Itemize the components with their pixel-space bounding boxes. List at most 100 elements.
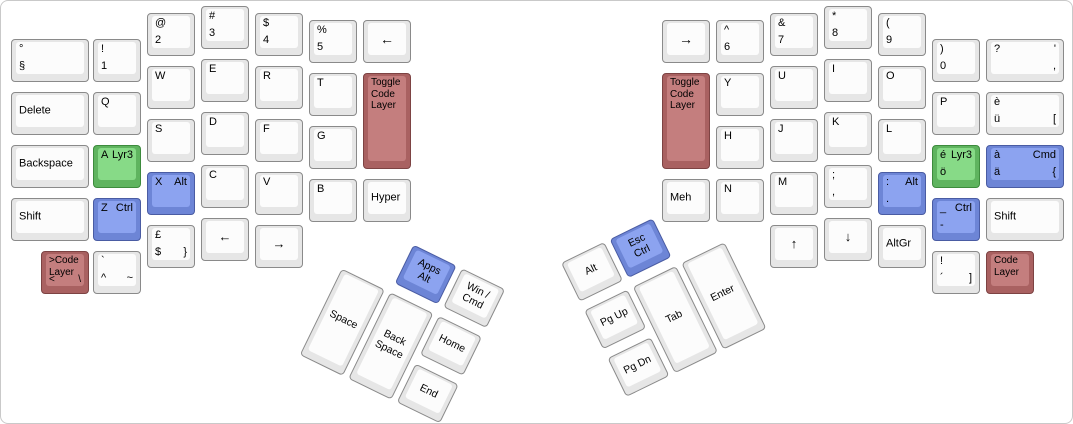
key-underscore-minus-legend-tr: Ctrl — [954, 202, 972, 214]
key-arrow-right-bottom[interactable]: → — [255, 225, 303, 268]
key-pound-dollar-legend-tl: £ — [155, 229, 162, 241]
key-hash-3[interactable]: #3 — [201, 6, 249, 49]
key-arrow-left-top[interactable]: ← — [363, 20, 411, 63]
key-j[interactable]: J — [770, 119, 818, 162]
key-arrow-right-bottom-cap: → — [260, 228, 298, 260]
key-c[interactable]: C — [201, 165, 249, 208]
key-esc-ctrl-cap: Esc Ctrl — [615, 223, 664, 269]
key-i[interactable]: I — [824, 59, 872, 102]
key-k[interactable]: K — [824, 112, 872, 155]
key-y[interactable]: Y — [716, 73, 764, 116]
key-toggle-code-layer-left[interactable]: Toggle Code Layer — [363, 73, 411, 169]
key-paren-9[interactable]: (9 — [878, 13, 926, 56]
key-apps-alt[interactable]: Apps Alt — [394, 244, 457, 305]
key-s[interactable]: S — [147, 119, 195, 162]
key-p-legend-tl: P — [940, 96, 948, 108]
key-v[interactable]: V — [255, 172, 303, 215]
key-question-quote-legend-br: , — [1052, 60, 1056, 73]
key-p[interactable]: P — [932, 92, 980, 135]
key-amp-7-legend-tl: & — [778, 17, 786, 29]
key-toggle-code-layer-right-cap: Toggle Code Layer — [667, 76, 705, 161]
key-e-grave-u-uml-legend-br: [ — [1052, 113, 1056, 126]
key-esc-ctrl[interactable]: Esc Ctrl — [609, 218, 672, 278]
key-backspace-cap: Backspace — [16, 148, 84, 180]
key-thumb-alt[interactable]: Alt — [561, 241, 623, 302]
key-pg-up-cap: Pg Up — [590, 294, 639, 340]
key-d[interactable]: D — [201, 112, 249, 155]
key-arrow-right-top[interactable]: → — [662, 20, 710, 63]
key-q[interactable]: Q — [93, 92, 141, 135]
key-arrow-up[interactable]: ↑ — [770, 225, 818, 268]
key-underscore-minus[interactable]: _Ctrl- — [932, 198, 980, 241]
key-meh[interactable]: Meh — [662, 179, 710, 222]
key-e[interactable]: E — [201, 59, 249, 102]
key-g[interactable]: G — [309, 126, 357, 169]
key-l[interactable]: L — [878, 119, 926, 162]
key-u[interactable]: U — [770, 66, 818, 109]
key-backspace[interactable]: Backspace — [11, 145, 89, 188]
key-q-legend-tl: Q — [101, 96, 110, 108]
key-star-8[interactable]: *8 — [824, 6, 872, 49]
key-hyper[interactable]: Hyper — [363, 179, 411, 222]
key-code-layer-left-legend-br: \ — [78, 273, 81, 285]
key-grave-caret-tilde[interactable]: `^~ — [93, 251, 141, 294]
key-shift-left[interactable]: Shift — [11, 198, 89, 241]
key-semicolon-comma[interactable]: ;, — [824, 165, 872, 208]
key-excl-bracket-legend-br: ] — [968, 272, 972, 285]
key-question-quote[interactable]: ?', — [986, 39, 1064, 82]
key-pg-dn[interactable]: Pg Dn — [607, 337, 670, 397]
key-percent-5-cap: %5 — [314, 23, 352, 55]
key-toggle-code-layer-right[interactable]: Toggle Code Layer — [662, 73, 710, 169]
key-shift-right[interactable]: Shift — [986, 198, 1064, 241]
key-question-quote-cap: ?', — [991, 42, 1059, 74]
key-percent-5[interactable]: %5 — [309, 20, 357, 63]
key-f[interactable]: F — [255, 119, 303, 162]
key-question-quote-legend-tl: ? — [994, 43, 1001, 55]
key-t[interactable]: T — [309, 73, 357, 116]
key-o-legend-tl: O — [886, 70, 895, 82]
key-paren-9-legend-bl: 9 — [886, 34, 893, 47]
key-code-layer-left[interactable]: >Code Layer<\ — [41, 251, 89, 294]
key-hyper-legend-cl: Hyper — [371, 191, 401, 204]
key-pound-dollar-legend-bl: $ — [155, 246, 162, 259]
key-o[interactable]: O — [878, 66, 926, 109]
key-caret-6[interactable]: ^6 — [716, 20, 764, 63]
key-amp-7[interactable]: &7 — [770, 13, 818, 56]
key-dollar-4[interactable]: $4 — [255, 13, 303, 56]
key-excl-bracket[interactable]: !´] — [932, 251, 980, 294]
key-home[interactable]: Home — [419, 315, 482, 376]
key-b[interactable]: B — [309, 179, 357, 222]
key-code-layer-right[interactable]: Code Layer — [986, 251, 1034, 294]
key-delete[interactable]: Delete — [11, 92, 89, 135]
key-m[interactable]: M — [770, 172, 818, 215]
key-meh-cap: Meh — [667, 182, 705, 214]
key-colon-period[interactable]: :Alt. — [878, 172, 926, 215]
key-grave-caret-tilde-legend-tl: ` — [101, 255, 105, 267]
key-altgr[interactable]: AltGr — [878, 225, 926, 268]
key-m-legend-tl: M — [778, 176, 788, 188]
key-h[interactable]: H — [716, 126, 764, 169]
key-pg-up[interactable]: Pg Up — [584, 289, 647, 350]
key-paren-0[interactable]: )0 — [932, 39, 980, 82]
key-arrow-down[interactable]: ↓ — [824, 218, 872, 261]
key-end[interactable]: End — [396, 363, 459, 423]
key-w[interactable]: W — [147, 66, 195, 109]
key-pound-dollar[interactable]: £$} — [147, 225, 195, 268]
key-code-layer-left-legend-tl: >Code Layer — [49, 255, 79, 278]
key-n[interactable]: N — [716, 179, 764, 222]
key-r[interactable]: R — [255, 66, 303, 109]
key-degree-section[interactable]: °§ — [11, 39, 89, 82]
key-at-2[interactable]: @2 — [147, 13, 195, 56]
key-win-cmd[interactable]: Win / Cmd — [443, 268, 506, 329]
key-excl-1[interactable]: !1 — [93, 39, 141, 82]
key-arrow-left-bottom[interactable]: ← — [201, 218, 249, 261]
key-r-cap: R — [260, 69, 298, 101]
key-underscore-minus-legend-bl: - — [940, 219, 944, 232]
key-arrow-left-bottom-legend-c: ← — [218, 228, 232, 244]
